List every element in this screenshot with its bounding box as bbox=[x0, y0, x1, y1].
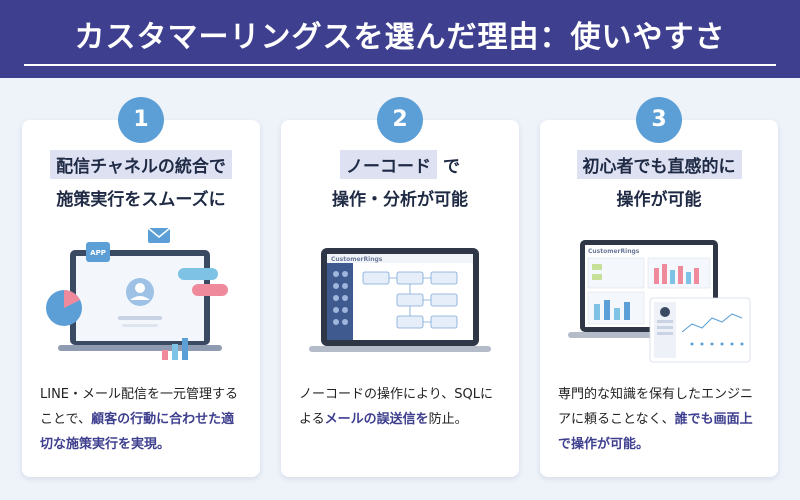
page-header: カスタマーリングスを選んだ理由：使いやすさ bbox=[0, 0, 800, 78]
card-3-description: 専門的な知識を保有したエンジニアに頼ることなく、誰でも画面上で操作が可能。 bbox=[558, 382, 763, 457]
card-3-desc-accent: 誰でも画面上で操作が可能。 bbox=[558, 412, 753, 452]
card-2-number-badge: 2 bbox=[377, 97, 423, 143]
card-2-desc-text: ノーコードの操作により、SQLによる bbox=[299, 387, 493, 427]
card-3-title-line1: 初心者でも直感的に bbox=[540, 150, 778, 179]
laptop-base bbox=[309, 346, 491, 352]
card-1-description: LINE・メール配信を一元管理することで、顧客の行動に合わせた適切な施策実行を実… bbox=[40, 382, 245, 457]
card-2-title-suffix: で bbox=[442, 157, 460, 177]
app-icon bbox=[86, 242, 110, 262]
dashboard-illustration: CustomerRings bbox=[568, 240, 751, 363]
multichannel-illustration: APP bbox=[46, 227, 228, 360]
app-logo-text: CustomerRings bbox=[588, 248, 640, 255]
card-1-title-line1: 配信チャネルの統合で bbox=[22, 150, 260, 179]
app-badge-text: APP bbox=[90, 249, 106, 257]
card-1-title-highlight: 配信チャネルの統合で bbox=[50, 150, 232, 179]
card-2-desc-text-end: 防止。 bbox=[428, 412, 468, 427]
reason-card-3: 初心者でも直感的に 操作が可能 CustomerRings 専門的な知識を保有し… bbox=[540, 120, 778, 477]
timeline-line bbox=[681, 313, 743, 333]
card-2-description: ノーコードの操作により、SQLによるメールの誤送信を防止。 bbox=[299, 382, 504, 432]
header-underline bbox=[24, 64, 776, 66]
card-2-title-line1: ノーコード で bbox=[281, 150, 519, 179]
card-3-title-line2: 操作が可能 bbox=[616, 190, 702, 210]
bar-chart-icon bbox=[162, 350, 168, 360]
card-1-number-badge: 1 bbox=[118, 97, 164, 143]
app-logo-text: CustomerRings bbox=[331, 256, 383, 263]
flow-connector bbox=[389, 277, 431, 323]
card-1-title-line2: 施策実行をスムーズに bbox=[56, 190, 226, 210]
card-2-title-highlight: ノーコード bbox=[340, 150, 438, 179]
card-1-desc-accent: 顧客の行動に合わせた適切な施策実行を実現。 bbox=[40, 412, 235, 452]
page-title: カスタマーリングスを選んだ理由：使いやすさ bbox=[74, 20, 726, 55]
laptop-base bbox=[58, 345, 222, 351]
chat-bubble-pink-icon bbox=[192, 284, 228, 296]
card-2-title-line2: 操作・分析が可能 bbox=[332, 190, 468, 210]
reason-card-1: 配信チャネルの統合で 施策実行をスムーズに APP LINE・メール配信を一元管… bbox=[22, 120, 260, 477]
app-sidebar bbox=[327, 263, 353, 340]
card-1-desc-text: LINE・メール配信を一元管理することで、 bbox=[40, 387, 239, 427]
reason-card-2: ノーコード で 操作・分析が可能 CustomerRings ノーコードの操作に… bbox=[281, 120, 519, 477]
card-3-title-highlight: 初心者でも直感的に bbox=[576, 150, 742, 179]
chat-bubble-blue-icon bbox=[178, 268, 218, 280]
card-3-desc-text: 専門的な知識を保有したエンジニアに頼ることなく、 bbox=[558, 387, 754, 427]
nocode-laptop-illustration: CustomerRings bbox=[309, 248, 491, 352]
card-2-desc-accent: メールの誤送信を bbox=[324, 412, 429, 427]
profile-avatar-icon bbox=[660, 307, 670, 317]
card-3-number-badge: 3 bbox=[636, 97, 682, 143]
flow-node bbox=[362, 271, 390, 285]
